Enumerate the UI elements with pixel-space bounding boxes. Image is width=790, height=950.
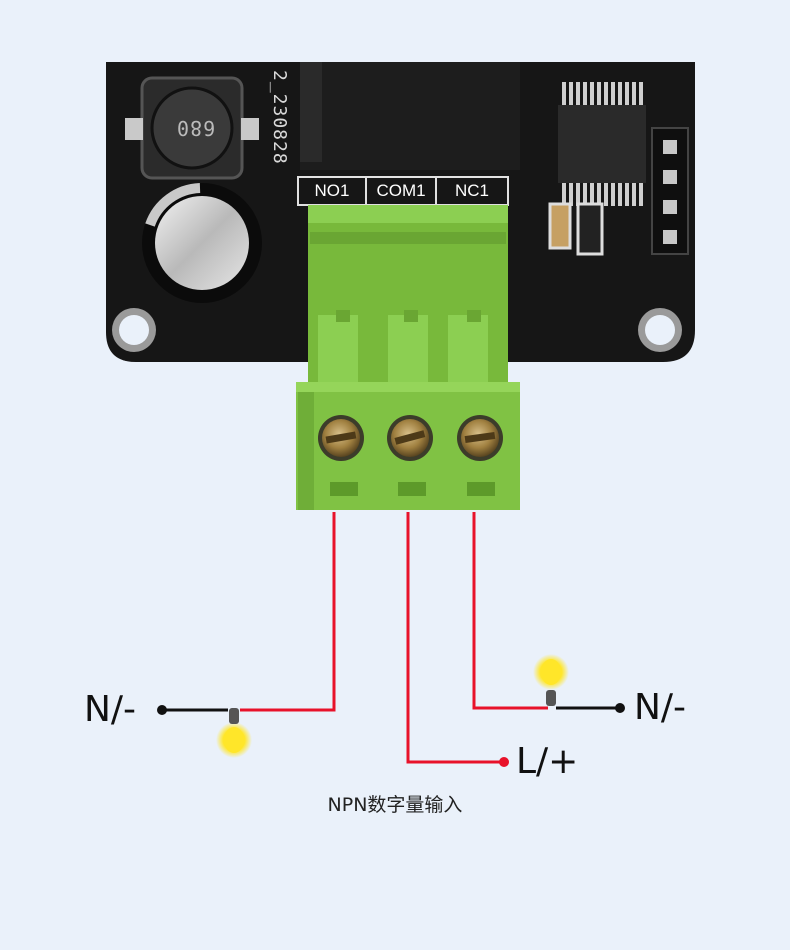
screw-com1 [387,415,433,461]
terminal-label-com1: COM1 [376,181,426,200]
capacitor [142,183,262,303]
ic-pin [639,82,643,105]
ic-pin [604,183,608,206]
inductor-marking: 680 [176,116,216,140]
ic-pin [590,183,594,206]
label-live: L/+ [516,741,579,782]
screw-nc1 [457,415,503,461]
ic-pin [576,82,580,105]
terminal-label-no1: NO1 [314,181,350,200]
terminal-dot-left-neutral [157,705,167,715]
ic-pin [569,82,573,105]
ic-pin [632,82,636,105]
ic-pin [576,183,580,206]
caption: NPN数字量输入 [327,794,463,816]
ic-pin [618,82,622,105]
wire-slot [330,482,358,496]
ic-pin [583,82,587,105]
label-right-neutral: N/- [634,687,687,728]
screw-no1 [318,415,364,461]
wire-no1 [240,512,336,712]
wire-com1 [406,512,504,764]
pcb-serial-text: 2_230828 [269,70,290,165]
smd-resistor [576,202,604,256]
ic-pin [562,82,566,105]
ic-pin [583,183,587,206]
ic-pin [604,82,608,105]
ic-pin [597,183,601,206]
terminal-label-nc1: NC1 [454,181,489,200]
ic-pin [569,183,573,206]
relay [300,62,520,170]
ic-pin [611,183,615,206]
ic-pin [611,82,615,105]
ic-pin [632,183,636,206]
terminal-dot-right-neutral [615,703,625,713]
ic-pin [625,82,629,105]
ic-pin [618,183,622,206]
wire-nc1 [472,512,548,710]
ic-pin [590,82,594,105]
smd-resistor [548,202,572,250]
wire-slot [398,482,426,496]
label-left-neutral: N/- [84,689,137,730]
inductor [125,76,259,180]
lamp-left [216,708,252,758]
terminal-dot-live [499,757,509,767]
terminal-block [296,205,520,510]
ic-chip [558,82,646,206]
ic-pin [597,82,601,105]
lamp-right [533,654,569,706]
ic-pin [639,183,643,206]
header-pins [651,127,689,255]
ic-pin [562,183,566,206]
ic-pin [625,183,629,206]
wire-slot [467,482,495,496]
